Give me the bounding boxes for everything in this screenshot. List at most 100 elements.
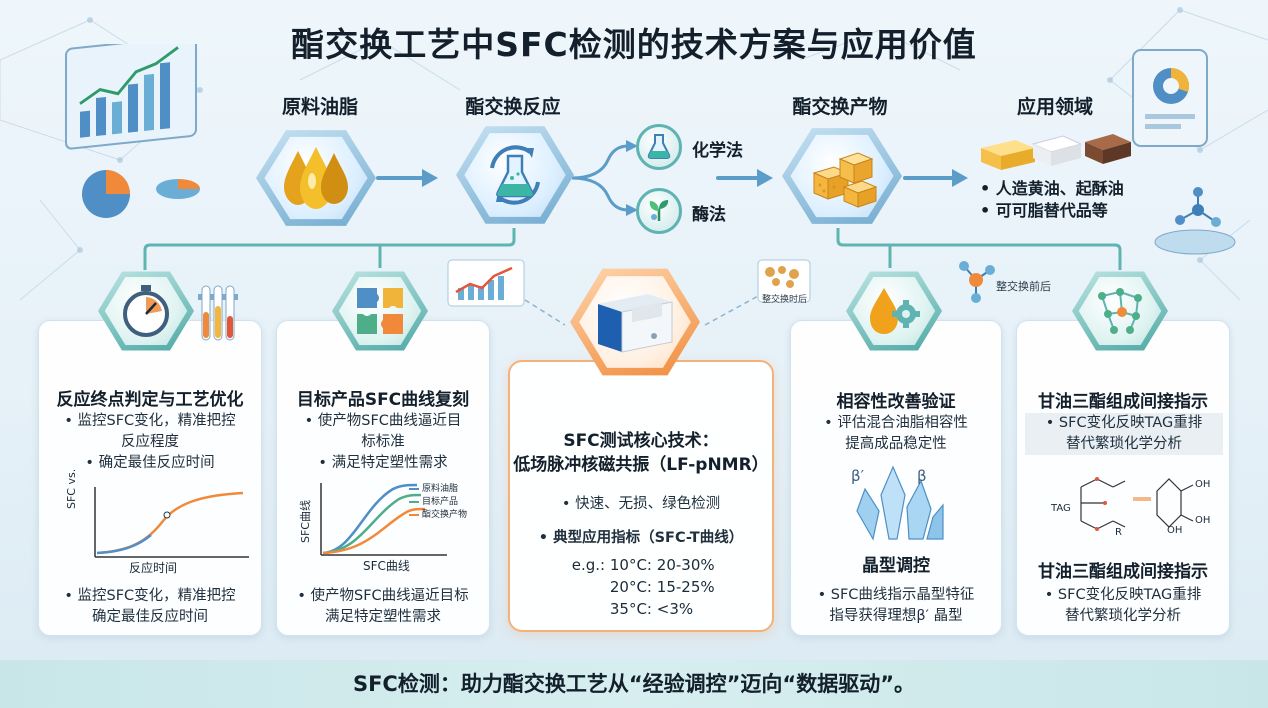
crystal-label-beta-prime: β′ — [851, 467, 864, 485]
molecule-label-r: R — [1115, 527, 1122, 538]
compat-bullets: • 评估混合油脂相容性 提高成品稳定性 — [791, 413, 1001, 455]
nmr-instrument-node — [570, 264, 700, 380]
enzymatic-method-label: 酶法 — [692, 205, 726, 225]
target-bottom-text: • 使产物SFC曲线逼近目标 满足特定塑性需求 — [277, 586, 489, 628]
endpoint-bottom-line: • 监控SFC变化，精准把控 — [64, 588, 236, 604]
stage-label-raw: 原料油脂 — [281, 96, 358, 118]
tag-bullet: 替代繁琐化学分析 — [1066, 436, 1182, 452]
legend-item: 酯交换产物 — [409, 509, 467, 522]
nmr-instrument-icon — [597, 294, 673, 353]
tag-card-title-2: 甘油三酯组成间接指示 — [1038, 562, 1208, 582]
reaction-node — [456, 122, 574, 228]
crystal-text-line: • SFC曲线指示晶型特征 — [817, 587, 975, 603]
stage-label-reaction: 酯交换反应 — [465, 96, 561, 118]
core-example-row: 20°C: 15-25% — [609, 578, 715, 596]
tag-bullet: • SFC变化反映TAG重排 — [1044, 587, 1202, 603]
target-chart-xlabel: SFC曲线 — [363, 559, 410, 573]
crystal-title: 晶型调控 — [862, 556, 930, 576]
tag-bullet: • SFC变化反映TAG重排 — [1045, 415, 1203, 431]
tag-molecule-structure — [1080, 477, 1194, 531]
endpoint-curve-chart — [94, 487, 249, 558]
crystal-icon — [856, 465, 944, 541]
target-card-title: 目标产品SFC曲线复刻 — [296, 390, 470, 410]
puzzle-node — [332, 268, 428, 354]
molecule-small-icon — [959, 261, 995, 303]
flask-cycle-icon — [490, 145, 540, 205]
target-chart-ylabel: SFC曲线 — [299, 500, 312, 543]
compat-bullet: • 评估混合油脂相容性 — [824, 415, 968, 431]
endpoint-bullets: • 监控SFC变化，精准把控 反应程度 • 确定最佳反应时间 — [39, 411, 261, 474]
application-item: • 可可脂替代品等 — [980, 201, 1108, 220]
trend-chart-icon — [447, 259, 525, 307]
target-bullet: • 使产物SFC曲线逼近目 — [304, 413, 462, 429]
footer-banner: SFC检测：助力酯交换工艺从“经验调控”迈向“数据驱动”。 — [0, 660, 1268, 708]
target-bottom-line: • 使产物SFC曲线逼近目标 — [297, 588, 469, 604]
molecule-network-icon — [1097, 287, 1142, 334]
endpoint-chart-xlabel: 反应时间 — [129, 561, 178, 575]
tag-bullet: 替代繁琐化学分析 — [1065, 608, 1181, 624]
tag-bullets-2: • SFC变化反映TAG重排 替代繁琐化学分析 — [1017, 585, 1229, 627]
tag-card-title: 甘油三酯组成间接指示 — [1038, 392, 1208, 412]
core-indicator-title: • 典型应用指标（SFC-T曲线） — [538, 530, 744, 546]
core-feature: • 快速、无损、绿色检测 — [561, 496, 721, 512]
target-bottom-line: 满足特定塑性需求 — [325, 609, 441, 625]
crystal-text-line: 指导获得理想β′ 晶型 — [829, 608, 963, 624]
test-tubes-icon — [198, 285, 238, 341]
legend-item: 目标产品 — [409, 496, 467, 509]
page-title: 酯交换工艺中SFC检测的技术方案与应用价值 — [291, 25, 977, 64]
endpoint-card-title: 反应终点判定与工艺优化 — [56, 390, 244, 410]
micro-image-note: 整交换时后 — [762, 295, 808, 305]
puzzle-icon — [356, 287, 403, 334]
network-node — [1072, 268, 1168, 354]
chemical-method-icon — [636, 124, 682, 170]
compat-bullet: 提高成品稳定性 — [845, 436, 947, 452]
tag-indication-card: 甘油三酯组成间接指示 • SFC变化反映TAG重排 替代繁琐化学分析 TAG O… — [1016, 320, 1230, 636]
target-curve-card: 目标产品SFC曲线复刻 • 使产物SFC曲线逼近目 标标准 • 满足特定塑性需求… — [276, 320, 490, 636]
after-exchange-note: 整交换前后 — [996, 280, 1051, 293]
endpoint-chart-ylabel: SFC vs. — [65, 468, 78, 509]
endpoint-bottom-line: 确定最佳反应时间 — [92, 609, 208, 625]
oil-drops-icon — [284, 147, 348, 209]
target-curve-chart — [320, 483, 447, 556]
application-item: • 人造黄油、起酥油 — [980, 179, 1124, 198]
chemical-method-label: 化学法 — [692, 141, 743, 161]
core-technology-card: SFC测试核心技术： 低场脉冲核磁共振（LF-pNMR） • 快速、无损、绿色检… — [508, 360, 774, 632]
core-example-row: 35°C: <3% — [609, 600, 694, 618]
crystal-label-beta: β — [917, 467, 927, 485]
core-example-row: e.g.: 10°C: 20-30% — [571, 556, 715, 574]
application-list: • 人造黄油、起酥油 • 可可脂替代品等 — [980, 178, 1124, 222]
core-title-line1: SFC测试核心技术： — [563, 431, 719, 451]
target-bullet: 标标准 — [361, 434, 405, 450]
crystal-text: • SFC曲线指示晶型特征 指导获得理想β′ 晶型 — [791, 585, 1001, 627]
stopwatch-icon — [122, 284, 169, 337]
molecule-label-oh: OH — [1195, 479, 1211, 490]
compat-node — [846, 268, 942, 354]
microscope-image-icon — [757, 259, 811, 303]
butter-chocolate-icon — [981, 134, 1131, 170]
endpoint-bullet: • 确定最佳反应时间 — [85, 455, 215, 471]
molecule-label-oh: OH — [1167, 525, 1183, 536]
fat-cubes-icon — [812, 152, 878, 208]
compat-card-title: 相容性改善验证 — [836, 392, 956, 412]
target-chart-legend: 原料油脂 目标产品 酯交换产物 — [409, 483, 467, 522]
tag-bullets: • SFC变化反映TAG重排 替代繁琐化学分析 — [1025, 413, 1223, 455]
oil-gear-icon — [869, 287, 920, 334]
tablet-chart-icon — [1132, 49, 1208, 147]
compatibility-card: 相容性改善验证 • 评估混合油脂相容性 提高成品稳定性 β′ β 晶型调控 • … — [790, 320, 1002, 636]
molecule-label-tag: TAG — [1051, 503, 1071, 514]
enzymatic-method-icon — [636, 188, 682, 234]
dashboard-chart-icon — [65, 44, 200, 218]
product-node — [782, 124, 902, 228]
stopwatch-node — [98, 268, 194, 354]
core-title-line2: 低场脉冲核磁共振（LF-pNMR） — [513, 455, 769, 475]
molecule-platform-icon — [1154, 187, 1236, 255]
endpoint-bullet: • 监控SFC变化，精准把控 — [64, 413, 236, 429]
endpoint-card: 反应终点判定与工艺优化 • 监控SFC变化，精准把控 反应程度 • 确定最佳反应… — [38, 320, 262, 636]
raw-oil-node — [256, 126, 376, 230]
molecule-label-oh: OH — [1195, 515, 1211, 526]
stage-label-application: 应用领域 — [1016, 96, 1093, 118]
stage-label-product: 酯交换产物 — [792, 96, 888, 118]
endpoint-bullet: 反应程度 — [121, 434, 179, 450]
legend-item: 原料油脂 — [409, 483, 467, 496]
